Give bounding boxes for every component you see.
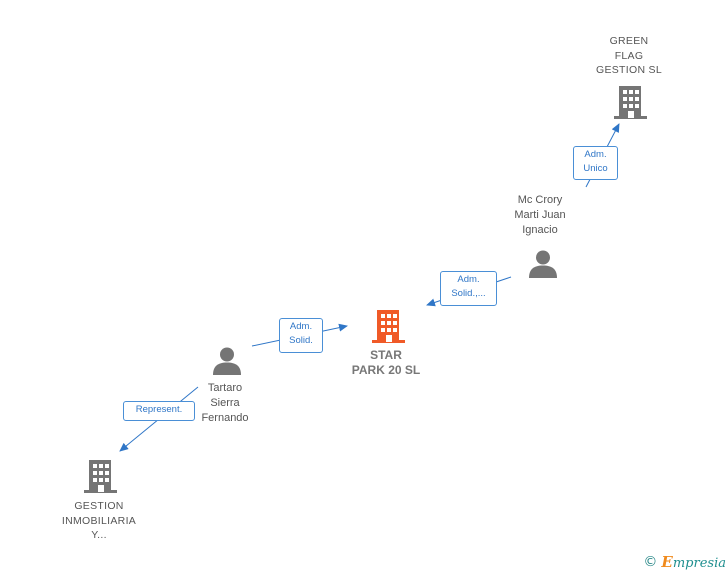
node-label-gestion-inmobiliaria[interactable]: GESTION INMOBILIARIA Y... bbox=[54, 499, 144, 543]
brand-name: mpresia bbox=[672, 556, 726, 571]
footer-brand: © Empresia bbox=[643, 553, 726, 571]
node-label-line: Tartaro bbox=[207, 382, 243, 394]
node-label-star-park[interactable]: STAR PARK 20 SL bbox=[336, 348, 436, 377]
node-label-line: PARK 20 SL bbox=[351, 362, 421, 377]
node-label-line: Mc Crory bbox=[517, 194, 563, 206]
edge-label-line: Adm. bbox=[289, 321, 313, 332]
node-label-line: GREEN bbox=[609, 35, 649, 47]
node-label-line: GESTION SL bbox=[595, 64, 662, 76]
edge-label-line: Unico bbox=[583, 163, 608, 174]
node-label-line: Sierra bbox=[210, 397, 240, 409]
node-label-line: FLAG bbox=[614, 49, 644, 62]
node-label-tartaro[interactable]: Tartaro Sierra Fernando bbox=[185, 381, 265, 426]
edge-label-adm-unico[interactable]: Adm. Unico bbox=[573, 146, 618, 180]
node-label-line: STAR bbox=[370, 348, 402, 362]
node-label-mc-crory[interactable]: Mc Crory Marti Juan Ignacio bbox=[500, 193, 580, 238]
node-label-line: Ignacio bbox=[522, 224, 558, 236]
person-icon[interactable] bbox=[212, 346, 242, 376]
node-label-line: GESTION bbox=[74, 500, 124, 512]
node-label-line: Y... bbox=[91, 529, 107, 541]
person-icon[interactable] bbox=[528, 249, 558, 279]
building-icon[interactable] bbox=[372, 309, 406, 343]
edge-label-line: Adm. bbox=[457, 274, 480, 285]
edge-label-line: Adm. bbox=[584, 149, 607, 160]
edge-label-line: Represent. bbox=[135, 404, 183, 415]
node-label-line: Marti Juan bbox=[514, 209, 566, 221]
node-label-line: INMOBILIARIA bbox=[61, 514, 137, 527]
edge-label-represent[interactable]: Represent. bbox=[123, 401, 195, 421]
edge-label-line: Solid. bbox=[289, 335, 313, 346]
building-icon[interactable] bbox=[84, 459, 118, 493]
edge-label-adm-solid-2[interactable]: Adm. Solid. bbox=[279, 318, 323, 353]
node-label-line: Fernando bbox=[201, 412, 249, 424]
copyright-icon: © bbox=[643, 554, 658, 570]
edge-label-line: Solid.,... bbox=[451, 288, 486, 299]
edge-label-adm-solid-1[interactable]: Adm. Solid.,... bbox=[440, 271, 497, 306]
building-icon[interactable] bbox=[614, 85, 648, 119]
brand-logo: Empresia bbox=[661, 553, 726, 571]
brand-initial: E bbox=[661, 553, 673, 571]
node-label-green-flag[interactable]: GREEN FLAG GESTION SL bbox=[589, 34, 669, 78]
